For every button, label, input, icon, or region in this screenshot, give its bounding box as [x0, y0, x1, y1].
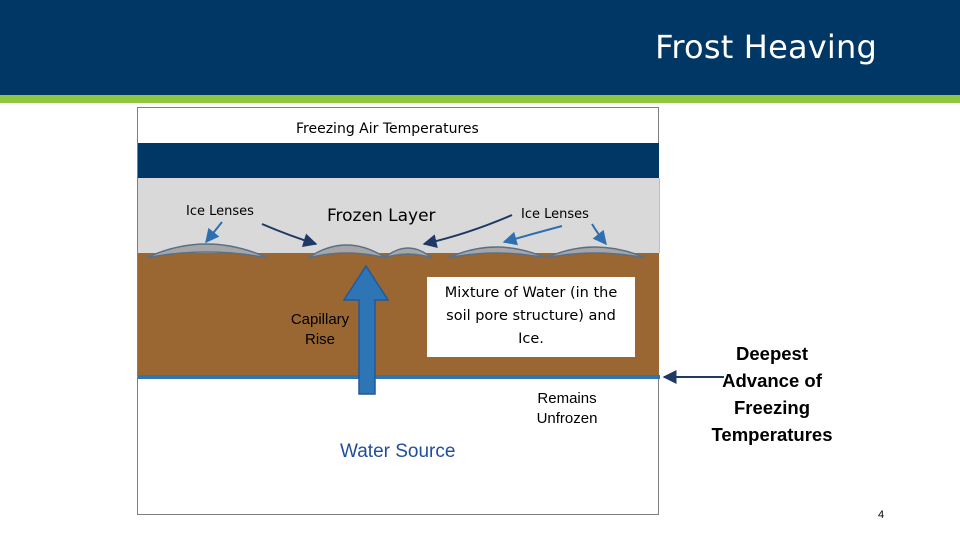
header-accent-stripe [0, 95, 960, 103]
frozen-layer-label: Frozen Layer [327, 206, 436, 226]
remains-line-1: Remains [537, 390, 597, 407]
remains-line-2: Unfrozen [536, 410, 598, 427]
pointer-ice-lens-left [205, 221, 223, 244]
remains-unfrozen-label: Remains Unfrozen [525, 389, 609, 429]
capillary-rise-label: Capillary Rise [280, 310, 360, 350]
freezing-air-label: Freezing Air Temperatures [296, 121, 479, 137]
capillary-line-2: Rise [304, 331, 335, 348]
pointer-ice-lens-right-b [591, 223, 607, 246]
water-source-label: Water Source [340, 441, 456, 462]
page-number: 4 [878, 509, 885, 521]
deepest-line-1: Deepest [736, 343, 808, 364]
ice-lens-4 [447, 246, 547, 259]
deepest-advance-label: Deepest Advance of Freezing Temperatures [692, 340, 852, 448]
freezing-air-band [138, 143, 659, 178]
mixture-label: Mixture of Water (in the soil pore struc… [427, 282, 635, 351]
deepest-line-4: Temperatures [711, 424, 833, 445]
pointer-ice-lens-right-a [502, 225, 563, 246]
mixture-line-3: Ice. [518, 331, 544, 347]
slide-title: Frost Heaving [655, 28, 877, 66]
capillary-line-1: Capillary [290, 311, 350, 328]
ice-lenses [145, 243, 647, 259]
pointer-frozen-layer-right [422, 214, 513, 249]
ice-lens-3 [383, 247, 433, 259]
pointer-frozen-layer-left [261, 223, 318, 247]
ice-lens-1 [145, 243, 269, 259]
deepest-line-2: Advance of [722, 370, 822, 391]
ice-lenses-left-label: Ice Lenses [186, 204, 254, 219]
ice-lens-pointers [205, 214, 607, 249]
header-bar [0, 0, 960, 95]
ice-lens-5 [545, 246, 647, 259]
mixture-box [427, 277, 635, 357]
ice-lenses-right-label: Ice Lenses [521, 207, 589, 222]
freezing-front-line [138, 375, 660, 379]
mixture-line-2: soil pore structure) and [446, 308, 616, 324]
frozen-layer-band [138, 178, 660, 253]
ice-lens-2 [307, 244, 387, 259]
deepest-line-3: Freezing [733, 397, 811, 418]
mixture-line-1: Mixture of Water (in the [444, 285, 618, 301]
capillary-rise-arrow [342, 264, 390, 395]
